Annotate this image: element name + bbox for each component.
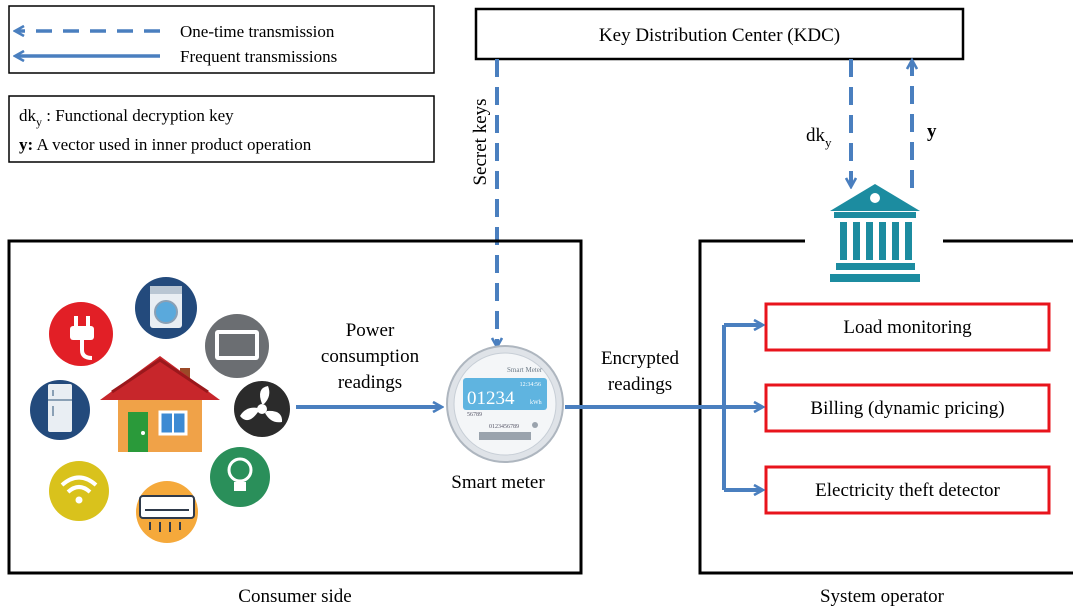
legend-frequent-label: Frequent transmissions xyxy=(180,47,337,66)
svg-text:Billing (dynamic pricing): Billing (dynamic pricing) xyxy=(810,398,1004,419)
plug-icon xyxy=(49,302,113,366)
power-label-line2: consumption xyxy=(321,346,420,367)
fan-icon xyxy=(234,381,290,437)
air-conditioner-icon xyxy=(136,481,198,543)
notation-box: dky : Functional decryption key y: A vec… xyxy=(8,95,435,163)
refrigerator-icon xyxy=(30,380,90,440)
consumer-side-label: Consumer side xyxy=(238,586,351,607)
smart-meter-icon: Smart Meter 12:34:56 01234 kWh 56789 012… xyxy=(446,345,564,463)
system-operator-label: System operator xyxy=(820,586,945,607)
encrypted-label-line1: Encrypted xyxy=(601,348,680,369)
encrypted-label-line2: readings xyxy=(608,374,672,395)
power-label-line3: readings xyxy=(338,372,402,393)
kdc-title: Key Distribution Center (KDC) xyxy=(599,25,840,46)
y-label: y xyxy=(927,121,937,142)
light-bulb-icon xyxy=(210,447,270,507)
encrypted-readings-arrows xyxy=(565,325,762,490)
meter-brand: Smart Meter xyxy=(507,366,543,374)
secret-keys-label: Secret keys xyxy=(470,98,491,185)
meter-small-number: 56789 xyxy=(467,412,482,418)
meter-unit: kWh xyxy=(530,400,542,406)
bank-icon xyxy=(830,184,920,282)
wifi-icon xyxy=(49,461,109,521)
dk-label: dky xyxy=(806,125,832,150)
service-billing: Billing (dynamic pricing) xyxy=(764,383,1051,433)
legend: One-time transmission Frequent transmiss… xyxy=(8,5,435,74)
meter-serial: 0123456789 xyxy=(489,424,519,430)
service-load-monitoring: Load monitoring xyxy=(764,302,1051,352)
svg-text:Electricity theft detector: Electricity theft detector xyxy=(815,480,1000,501)
meter-time: 12:34:56 xyxy=(520,382,541,388)
power-label-line1: Power xyxy=(346,320,395,341)
y-notation: y: A vector used in inner product operat… xyxy=(19,135,312,154)
kdc-box: Key Distribution Center (KDC) xyxy=(474,7,965,61)
house-icon xyxy=(100,356,220,452)
service-theft-detector: Electricity theft detector xyxy=(764,465,1051,515)
svg-text:Load monitoring: Load monitoring xyxy=(843,317,972,338)
washing-machine-icon xyxy=(135,277,197,339)
dk-notation: dky : Functional decryption key xyxy=(19,106,234,129)
meter-reading: 01234 xyxy=(467,388,515,409)
tv-icon xyxy=(205,314,269,378)
legend-one-time-label: One-time transmission xyxy=(180,22,335,41)
smart-meter-label: Smart meter xyxy=(451,472,545,493)
